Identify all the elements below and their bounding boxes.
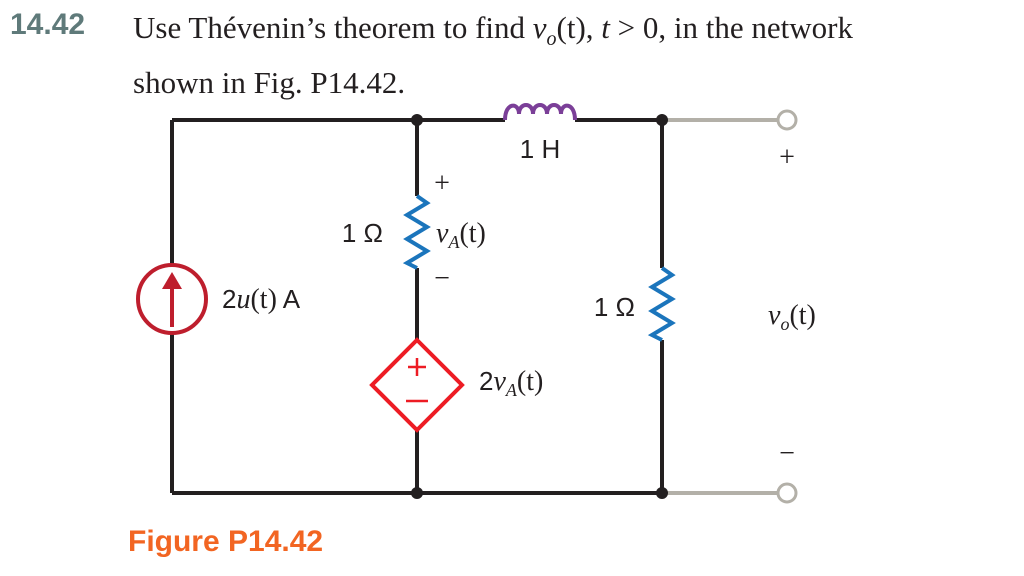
dependent-source-label: 2vA(t) [479,366,543,400]
bottom-terminal-node [776,482,798,504]
resistor-b-label: 1 Ω [594,292,635,322]
dependent-source-var: v [493,366,506,397]
problem-line-1-post: > 0, in the network [609,10,853,45]
junction-dot-bottom-right [656,487,668,499]
current-source-label-t: (t) [250,284,276,315]
dependent-source-plus-icon [408,358,426,376]
current-source-label-coef: 2 [222,284,236,314]
dependent-source-icon [369,337,465,433]
current-source-label-var: u [236,284,250,315]
problem-number: 14.42 [10,8,86,41]
vo-t: (t) [789,300,815,331]
output-minus: − [779,438,795,469]
current-source-label: 2u(t) A [222,284,301,315]
resistor-a-icon [402,194,431,270]
resistor-a-label: 1 Ω [342,218,383,248]
vA-var: v [436,218,449,249]
inductor-icon [503,103,577,121]
output-plus: + [779,142,795,173]
wires [170,118,664,495]
resistor-a-minus: − [434,263,450,294]
vA-label: vA(t) [436,218,486,252]
junction-dot-top-middle [411,114,423,126]
figure-caption: Figure P14.42 [128,525,324,558]
dependent-source-coef: 2 [479,366,493,396]
problem-line-1-pre: Use Thévenin’s theorem to find [133,10,533,45]
current-source-label-unit: A [277,284,301,314]
vo-var: v [768,300,781,331]
junction-dot-top-right [656,114,668,126]
problem-cond-t: t [601,10,610,45]
vA-t: (t) [459,218,485,249]
vo-sub: o [780,314,789,334]
inductor-label: 1 H [520,134,560,164]
terminal-leads [662,118,777,495]
resistor-b-icon [647,266,676,342]
junction-dot-bottom-middle [411,487,423,499]
problem-statement: Use Thévenin’s theorem to find vo(t), t … [133,6,1018,105]
problem-var-sub: o [546,28,557,51]
dependent-source-t: (t) [517,366,543,397]
problem-var-v: v [532,10,547,45]
current-arrow-head-icon [162,272,182,289]
vo-label: vo(t) [768,300,816,334]
top-terminal-node [776,109,798,131]
problem-line-1: Use Thévenin’s theorem to find vo(t), t … [133,6,1018,61]
resistor-a-plus: + [434,168,450,199]
dependent-source-sub: A [505,380,518,400]
problem-var-t: (t), [556,10,602,45]
problem-line-2: shown in Fig. P14.42. [133,65,406,101]
vA-sub: A [447,232,460,252]
